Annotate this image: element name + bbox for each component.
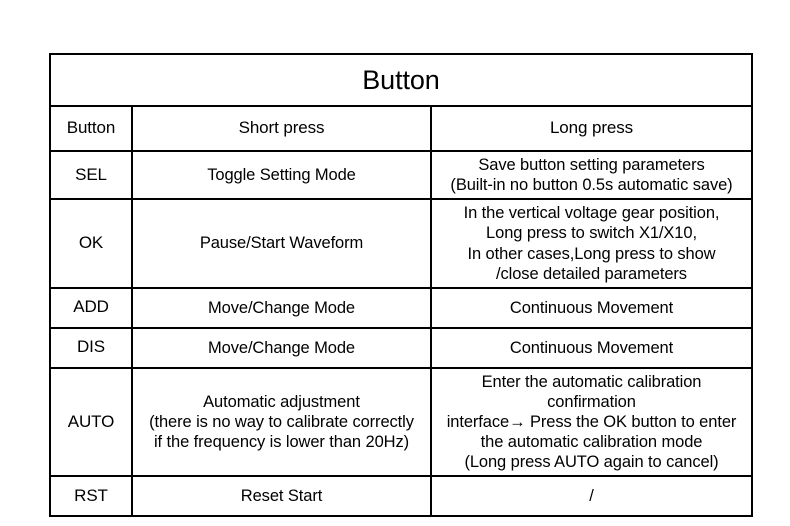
column-header-button: Button [49,105,133,152]
column-header-long-press: Long press [430,105,753,152]
long-press-add: Continuous Movement [430,286,753,329]
long-press-sel: Save button setting parameters (Built-in… [430,149,753,201]
long-press-dis: Continuous Movement [430,326,753,369]
short-press-dis: Move/Change Mode [131,326,432,369]
short-press-auto: Automatic adjustment (there is no way to… [131,366,432,478]
long-press-ok: In the vertical voltage gear position, L… [430,198,753,289]
button-name-dis: DIS [49,326,133,369]
button-name-ok: OK [49,198,133,289]
short-press-ok: Pause/Start Waveform [131,198,432,289]
short-press-sel: Toggle Setting Mode [131,149,432,201]
short-press-rst: Reset Start [131,475,432,518]
button-name-rst: RST [49,475,133,518]
long-press-auto: Enter the automatic calibration confirma… [430,366,753,478]
table-row: DIS Move/Change Mode Continuous Movement [49,326,753,369]
table-row: RST Reset Start / [49,475,753,518]
table-header-row: Button Short press Long press [49,105,753,152]
table-row: OK Pause/Start Waveform In the vertical … [49,198,753,289]
long-press-rst: / [430,475,753,518]
table-title-row: Button [49,53,753,107]
table-row: AUTO Automatic adjustment (there is no w… [49,366,753,478]
button-reference-table-container: Button Button Short press Long press SEL… [49,53,753,518]
table-row: ADD Move/Change Mode Continuous Movement [49,286,753,329]
short-press-add: Move/Change Mode [131,286,432,329]
button-name-auto: AUTO [49,366,133,478]
page-title: Button [49,53,753,107]
button-name-add: ADD [49,286,133,329]
table-row: SEL Toggle Setting Mode Save button sett… [49,149,753,201]
button-name-sel: SEL [49,149,133,201]
column-header-short-press: Short press [131,105,432,152]
button-reference-table: Button Button Short press Long press SEL… [49,53,753,518]
